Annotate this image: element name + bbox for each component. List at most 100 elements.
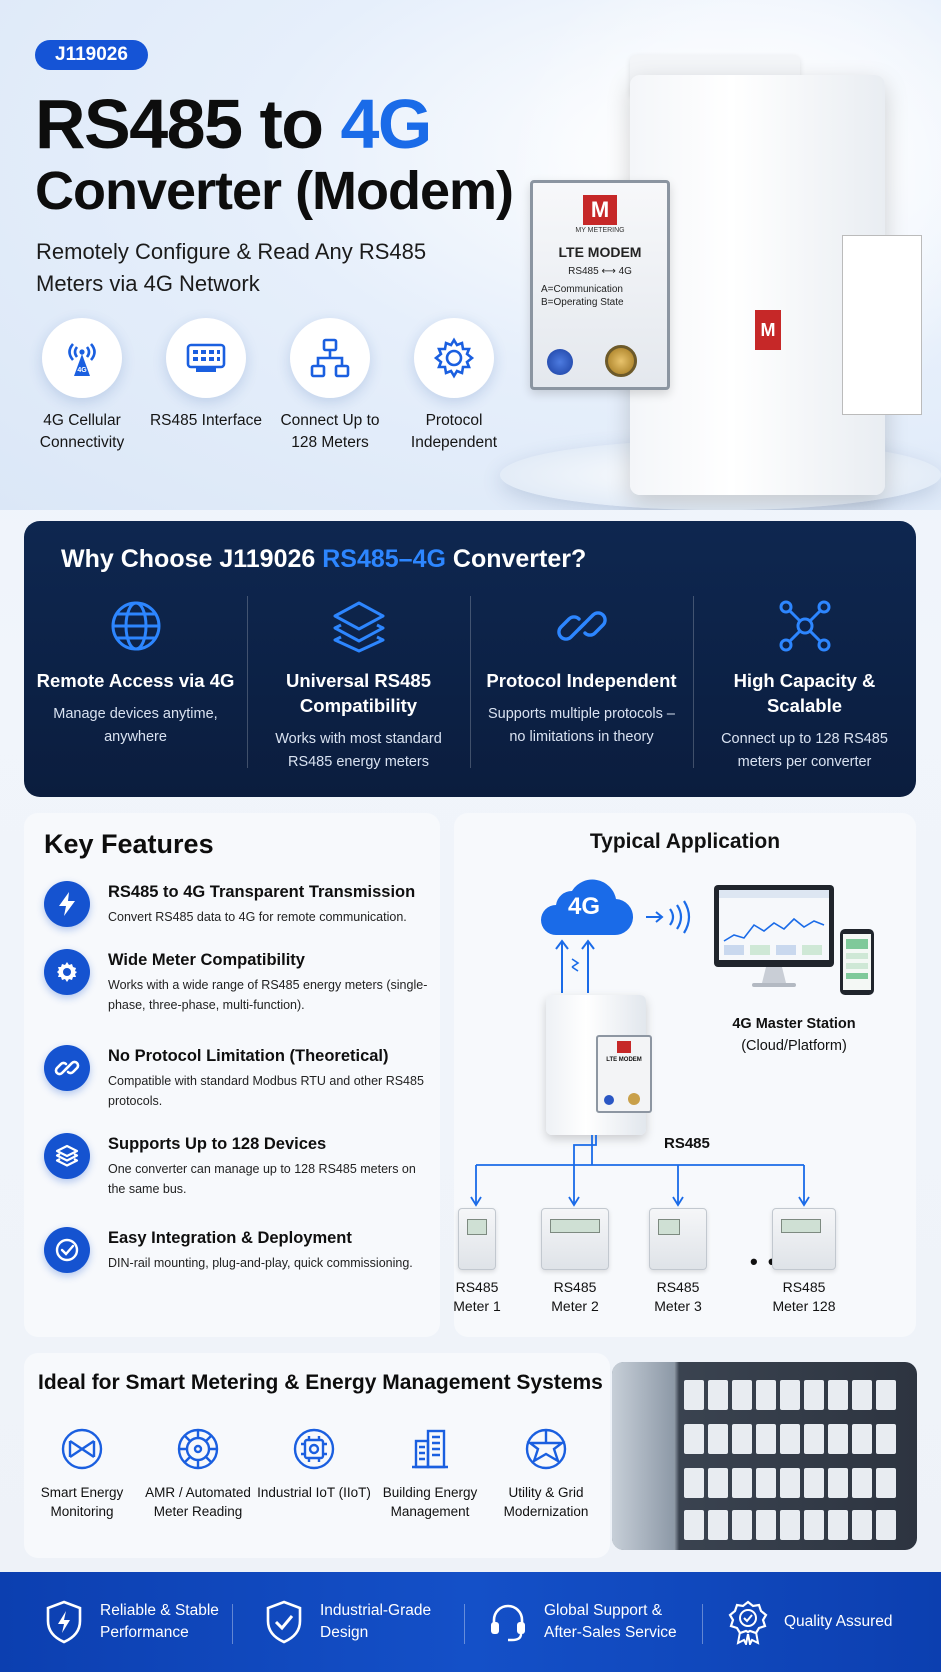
hero-title-line2: Converter (Modem) [35, 161, 514, 221]
why-item-desc: Supports multiple protocols – no limitat… [488, 706, 675, 745]
feature-heading: Wide Meter Compatibility [108, 951, 305, 969]
ideal-for-title: Ideal for Smart Metering & Energy Manage… [38, 1371, 603, 1394]
globe-icon [34, 596, 237, 656]
ideal-for-list: Smart Energy Monitoring AMR / Automated … [24, 1425, 604, 1521]
grid-globe-icon [488, 1425, 604, 1473]
ideal-item: Industrial IoT (IIoT) [256, 1425, 372, 1521]
ideal-item-label: Smart Energy Monitoring [40, 1485, 124, 1519]
hub-nodes-icon [703, 596, 906, 656]
meter-image [772, 1208, 836, 1270]
why-item-desc: Works with most standard RS485 energy me… [275, 731, 442, 770]
ideal-item: AMR / Automated Meter Reading [140, 1425, 256, 1521]
footer-item-label: Quality Assured [784, 1613, 893, 1630]
dial-icon [140, 1425, 256, 1473]
antenna-connector [605, 345, 637, 377]
ideal-item-label: Building Energy Management [382, 1485, 478, 1519]
hero-feature-label: RS485 Interface [149, 412, 262, 429]
key-features-section: Key Features RS485 to 4G Transparent Tra… [24, 813, 440, 1337]
why-item: High Capacity & Scalable Connect up to 1… [693, 596, 916, 774]
shield-bolt-icon [46, 1600, 82, 1644]
why-title-pre: Why Choose J119026 [61, 545, 323, 573]
why-choose-title: Why Choose J119026 RS485–4G Converter? [61, 545, 586, 574]
device-legend-a: A=Communication [541, 284, 623, 295]
footer-item: Quality Assured [702, 1592, 941, 1652]
meter-image [541, 1208, 609, 1270]
meter-label-line1: RS485 [656, 1279, 700, 1295]
layers-icon [257, 596, 460, 656]
mini-modem-front: LTE MODEM [596, 1035, 652, 1113]
meter-label-line2: Meter 128 [772, 1298, 836, 1314]
device-knob [547, 349, 573, 375]
gear-icon [44, 949, 90, 995]
brand-logo: M [583, 195, 617, 225]
uplink-arrows-icon [555, 939, 595, 993]
bus-label: RS485 [664, 1135, 710, 1152]
meter-label-line2: Meter 3 [654, 1298, 702, 1314]
lightning-icon [44, 881, 90, 927]
station-subtitle: (Cloud/Platform) [741, 1038, 847, 1054]
smart-meter-icon [24, 1425, 140, 1473]
hero-feature: 4G 4G Cellular Connectivity [20, 318, 144, 454]
station-title: 4G Master Station [732, 1016, 856, 1032]
mini-brand-logo [617, 1041, 631, 1053]
device-legend-b: B=Operating State [541, 297, 624, 308]
hero-feature: RS485 Interface [144, 318, 268, 454]
quality-badge-icon [728, 1600, 768, 1645]
feature-desc: DIN-rail mounting, plug-and-play, quick … [108, 1256, 413, 1270]
meter-image [649, 1208, 707, 1270]
device-model: LTE MODEM [558, 244, 642, 260]
mini-device-model: LTE MODEM [606, 1057, 642, 1063]
meter-cabinet-photo [612, 1362, 917, 1550]
device-mapping: RS485 ⟷ 4G [568, 266, 632, 277]
why-item: Remote Access via 4G Manage devices anyt… [24, 596, 247, 774]
hero-subtitle: Remotely Configure & Read Any RS485 Mete… [36, 239, 427, 296]
why-item-desc: Manage devices anytime, anywhere [53, 706, 218, 745]
master-station-label: 4G Master Station (Cloud/Platform) [694, 1013, 894, 1057]
building-icon [372, 1425, 488, 1473]
typical-application-title: Typical Application [589, 830, 781, 853]
gear-icon [414, 318, 494, 398]
feature-heading: Easy Integration & Deployment [108, 1229, 352, 1247]
footer-item: Reliable & Stable Performance [0, 1592, 232, 1652]
key-features-title: Key Features [44, 829, 214, 859]
why-choose-section: Why Choose J119026 RS485–4G Converter? R… [24, 521, 916, 797]
svg-text:4G: 4G [77, 367, 87, 374]
mini-modem-device: LTE MODEM [546, 995, 652, 1135]
lte-modem-product-image: M M MY METERING LTE MODEM RS485 ⟷ 4G A=C… [530, 55, 922, 505]
brand-logo-side: M [755, 310, 781, 350]
rs485-port-icon [166, 318, 246, 398]
meter-label-line1: RS485 [553, 1279, 597, 1295]
why-title-accent: RS485–4G [322, 545, 446, 573]
wireless-signal-icon [646, 900, 691, 934]
footer-bar: Reliable & Stable Performance Industrial… [0, 1572, 941, 1672]
feature-desc: Compatible with standard Modbus RTU and … [108, 1074, 424, 1108]
ideal-item: Utility & Grid Modernization [488, 1425, 604, 1521]
meter-label-line2: Meter 1 [453, 1298, 501, 1314]
why-item-desc: Connect up to 128 RS485 meters per conve… [721, 731, 888, 770]
cloud-label: 4G [567, 893, 600, 920]
hero-section: J119026 RS485 to 4G Converter (Modem) Re… [0, 0, 941, 510]
meter-rack-row [684, 1380, 909, 1414]
ideal-item-label: Industrial IoT (IIoT) [257, 1485, 371, 1500]
device-label-panel [842, 235, 922, 415]
meter-label-line1: RS485 [455, 1279, 499, 1295]
feature-desc: Works with a wide range of RS485 energy … [108, 978, 428, 1012]
check-circle-icon [44, 1227, 90, 1273]
cell-tower-4g-icon: 4G [42, 318, 122, 398]
ideal-item: Building Energy Management [372, 1425, 488, 1521]
feature-heading: RS485 to 4G Transparent Transmission [108, 883, 416, 901]
feature-heading: Supports Up to 128 Devices [108, 1135, 327, 1153]
why-item-heading: Universal RS485 Compatibility [285, 670, 431, 716]
footer-item: Global Support & After-Sales Service [464, 1592, 702, 1652]
cabinet-door [612, 1362, 674, 1550]
hero-title-part: RS485 to [35, 85, 341, 163]
ideal-for-section: Ideal for Smart Metering & Energy Manage… [24, 1353, 610, 1558]
meter-screen [467, 1219, 487, 1235]
iiot-icon [256, 1425, 372, 1473]
meter-rack-row [684, 1510, 909, 1544]
